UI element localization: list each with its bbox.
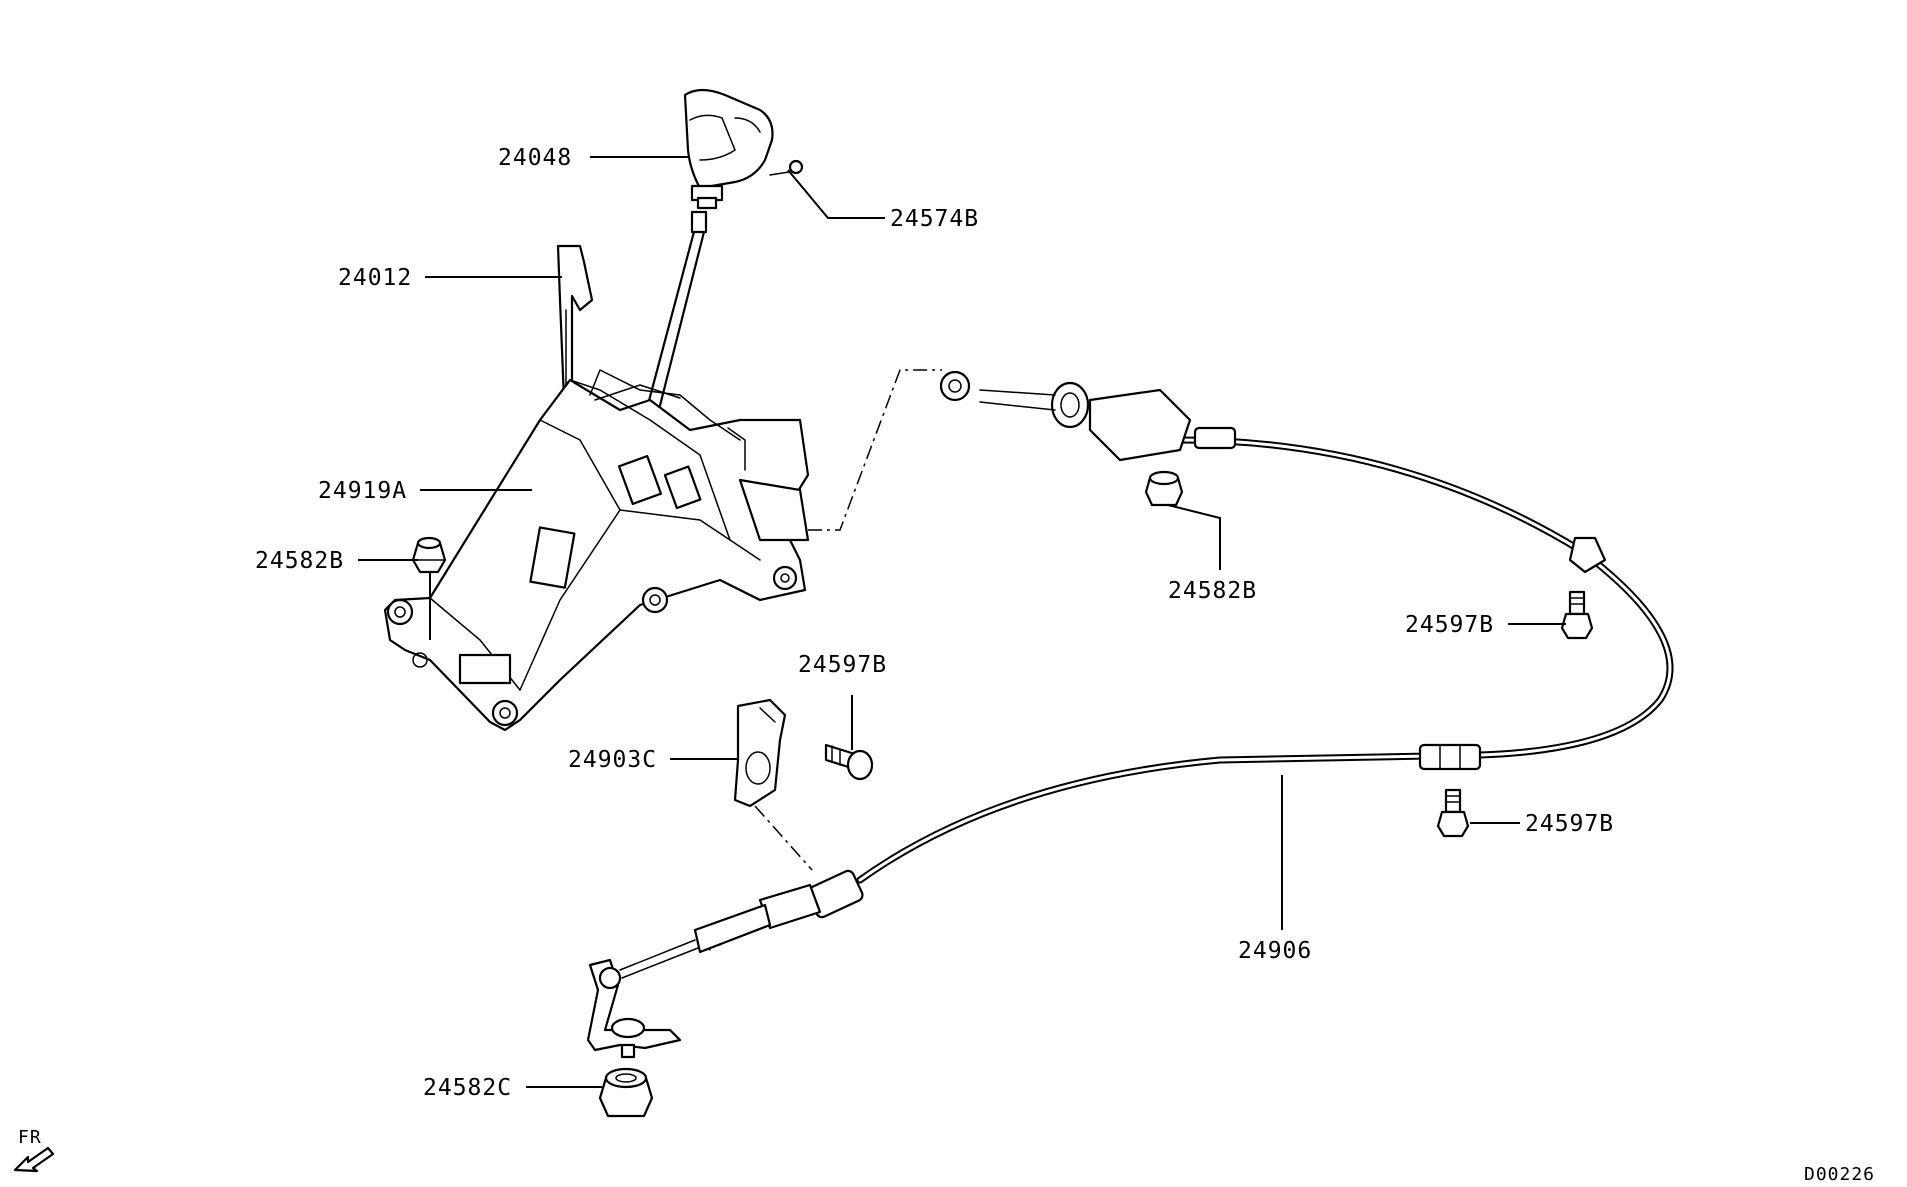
connection-line-lower (754, 805, 813, 871)
front-indicator: FR (13, 1127, 55, 1173)
shift-cable (586, 370, 1674, 1059)
leader-lines (358, 156, 1566, 1088)
knob-screw (769, 159, 804, 176)
label-24919A: 24919A (318, 478, 407, 504)
front-arrow-icon (13, 1146, 55, 1173)
label-24574B: 24574B (890, 206, 979, 232)
nut-right (1144, 470, 1184, 507)
bolt-mid (824, 743, 874, 781)
label-24597B-lower: 24597B (1525, 811, 1614, 837)
label-24906: 24906 (1238, 938, 1312, 964)
label-24582B-left: 24582B (255, 548, 344, 574)
shift-knob (683, 88, 774, 210)
shifter-assembly (383, 369, 810, 732)
label-24582C: 24582C (423, 1075, 512, 1101)
label-24597B-right: 24597B (1405, 612, 1494, 638)
label-24903C: 24903C (568, 747, 657, 773)
front-indicator-label: FR (18, 1127, 42, 1148)
cable-bracket (733, 698, 787, 808)
label-24012: 24012 (338, 265, 412, 291)
diagram-code: D00226 (1804, 1164, 1875, 1185)
bolt-lower (1436, 788, 1470, 838)
connection-line-upper (808, 369, 942, 531)
bolt-right (1560, 590, 1594, 640)
label-24582B-right: 24582B (1168, 578, 1257, 604)
label-24597B-mid: 24597B (798, 652, 887, 678)
lever-button (556, 244, 594, 402)
nut-bottom (598, 1067, 654, 1118)
label-24048: 24048 (498, 145, 572, 171)
nut-left (411, 536, 447, 574)
